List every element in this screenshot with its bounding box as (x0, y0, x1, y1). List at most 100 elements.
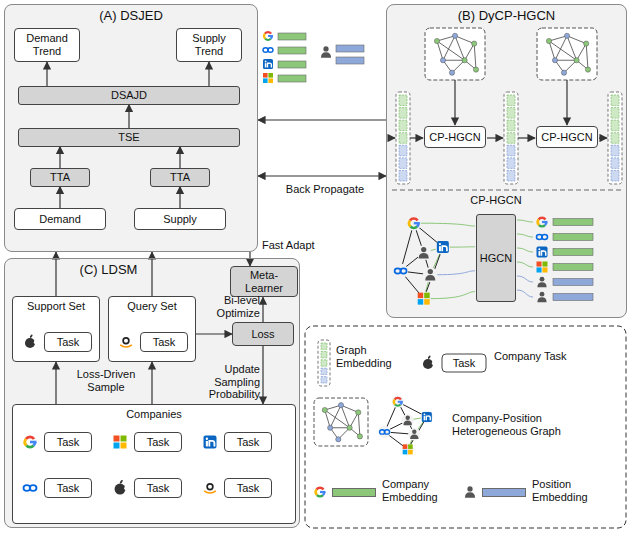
microsoft-logo (114, 436, 120, 442)
embedding-cell (611, 145, 619, 156)
embedding-bar (336, 57, 364, 64)
legend-text: Company Embedding (382, 478, 452, 503)
graph-link (549, 41, 577, 60)
icon-ground (421, 411, 433, 423)
graph-link (437, 271, 475, 275)
node-text: Support Set (27, 300, 85, 313)
icon-ground (435, 240, 450, 255)
module-bar: DSAJD (18, 86, 240, 105)
embedding-cell (611, 108, 619, 119)
apple-logo (115, 484, 126, 495)
linkedin-logo (442, 246, 447, 251)
embedding-cell (507, 170, 515, 181)
microsoft-logo (542, 267, 547, 272)
output-link (517, 220, 533, 222)
connector (258, 119, 386, 120)
node-text: Task (153, 336, 176, 349)
microsoft-logo (424, 293, 430, 299)
connector (128, 105, 129, 128)
embedding-cell (399, 170, 407, 181)
microsoft-logo (408, 450, 413, 455)
icon-ground (402, 443, 414, 455)
person-icon (410, 434, 418, 439)
graph-vertex (564, 33, 569, 38)
process-box: Task (224, 432, 272, 452)
output-link (517, 234, 533, 237)
graph-embedding (396, 92, 410, 184)
graph-icon (425, 28, 485, 80)
panel-fill (386, 4, 627, 318)
graph-link (549, 41, 555, 60)
node-text: CP-HGCN (429, 131, 480, 144)
group-box: Query SetTask (108, 296, 196, 362)
graph-link (555, 36, 567, 60)
person-icon (412, 429, 416, 433)
embedding-bar (553, 234, 593, 241)
linkedin-logo (206, 441, 208, 446)
linkedin-logo (426, 416, 430, 420)
person-icon (540, 277, 545, 282)
connector (151, 362, 152, 404)
graph-vertex (357, 434, 362, 439)
google-logo (538, 216, 547, 220)
legend-swatch (482, 488, 526, 497)
annotation: Task (442, 357, 486, 370)
process-box: Task (44, 478, 92, 498)
node-text: Query Set (127, 300, 177, 313)
graph-link (465, 44, 475, 61)
meta-logo (30, 485, 37, 491)
graph-vertex (336, 437, 341, 442)
node-text: Meta-Learner (234, 269, 294, 294)
legend-text: Graph Embedding (336, 344, 408, 369)
graph-link (358, 412, 360, 436)
meta-logo (268, 48, 273, 52)
embedding-bar (278, 33, 306, 40)
embedding-cell (399, 145, 407, 156)
legend-swatch (332, 488, 376, 497)
embedding-cell (399, 158, 407, 169)
graph-icon (314, 398, 368, 446)
edge-label: Loss-Driven Sample (62, 368, 150, 393)
meta-logo (400, 268, 406, 273)
edge-label: Back Propagate (268, 183, 382, 196)
microsoft-logo (403, 444, 408, 449)
graph-vertex (440, 58, 445, 63)
graph-link (330, 427, 349, 428)
output-link (517, 290, 533, 297)
graph-vertex (338, 403, 343, 408)
microsoft-logo (418, 299, 424, 305)
icon-ground (423, 267, 438, 282)
microsoft-logo (424, 299, 430, 305)
output-link (517, 276, 533, 282)
flow-arrow (454, 80, 455, 125)
embedding-bar (278, 75, 306, 82)
connector (46, 62, 47, 86)
graph-link (555, 60, 577, 61)
person-icon (425, 275, 435, 281)
microsoft-logo (537, 267, 542, 272)
graph-vertex (552, 58, 557, 63)
embedding-bar (553, 264, 593, 271)
microsoft-logo (418, 293, 424, 299)
graph-link (586, 44, 588, 70)
google-logo (409, 217, 419, 221)
amazon-logo (120, 345, 132, 347)
graph-link (577, 44, 587, 61)
node-text: Task (237, 482, 260, 495)
connector (262, 346, 263, 404)
google-logo (268, 35, 273, 37)
node-text: (A) DSJED (99, 9, 163, 24)
embedding-cell (611, 158, 619, 169)
process-box: Task (44, 432, 92, 452)
process-box: Supply (134, 208, 226, 230)
person-icon (428, 269, 433, 274)
node-text: Companies (126, 408, 182, 421)
graph-vertex (322, 407, 327, 412)
flow-arrow (487, 137, 503, 138)
amazon-logo (204, 491, 216, 493)
node-text: Task (57, 482, 80, 495)
panel: (A) DSJEDDemand TrendSupply TrendDSAJDTS… (4, 4, 258, 252)
embedding-cell (321, 351, 327, 357)
graph-vertex (462, 58, 467, 63)
graph-vertex (473, 67, 478, 72)
